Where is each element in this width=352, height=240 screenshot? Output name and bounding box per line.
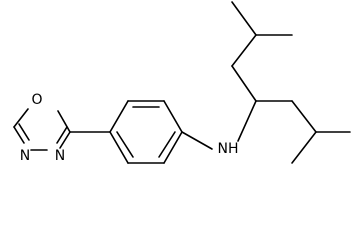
atom-labels: O N N NH	[20, 92, 239, 164]
bond-ch-ch2-upper	[231, 65, 257, 102]
bond-benzene-nh	[181, 131, 213, 150]
bond-ar3-ar4	[163, 100, 183, 133]
bond-nh-ch	[237, 100, 257, 142]
lower-isobutyl-branch	[255, 100, 351, 164]
benzene-ring	[109, 100, 183, 164]
bond-ar4-ar5-inner	[158, 131, 176, 158]
bond-o1-c2	[57, 110, 71, 133]
bond-c2-n3	[59, 131, 71, 149]
bond-ar6-ar1	[109, 131, 129, 164]
bond-ar4-ar5	[163, 131, 183, 164]
bond-c5-o1	[13, 108, 29, 128]
molecule-diagram: O N N NH	[13, 1, 351, 164]
bond-ch-ch3-lower-a	[291, 131, 317, 164]
bond-ch-ch3-upper-a	[231, 1, 257, 36]
oxygen-label: O	[31, 92, 42, 108]
bond-ch2-ch-upper	[231, 34, 257, 67]
bond-ar6-ar1-inner	[116, 131, 134, 158]
amine-label: NH	[218, 141, 239, 157]
bond-n4-c5-inner	[18, 123, 30, 141]
upper-isobutyl-branch	[231, 1, 293, 102]
oxadiazole-ring	[13, 108, 71, 151]
nitrogen-bottom-label: N	[20, 148, 30, 164]
structure-canvas: O N N NH	[13, 1, 351, 164]
bond-c2-n3-inner	[56, 126, 68, 144]
bond-n4-c5	[13, 126, 25, 144]
nitrogen-top-label: N	[55, 148, 65, 164]
bond-ar1-ar2	[109, 100, 129, 133]
bond-ch2-ch-lower	[291, 100, 317, 133]
